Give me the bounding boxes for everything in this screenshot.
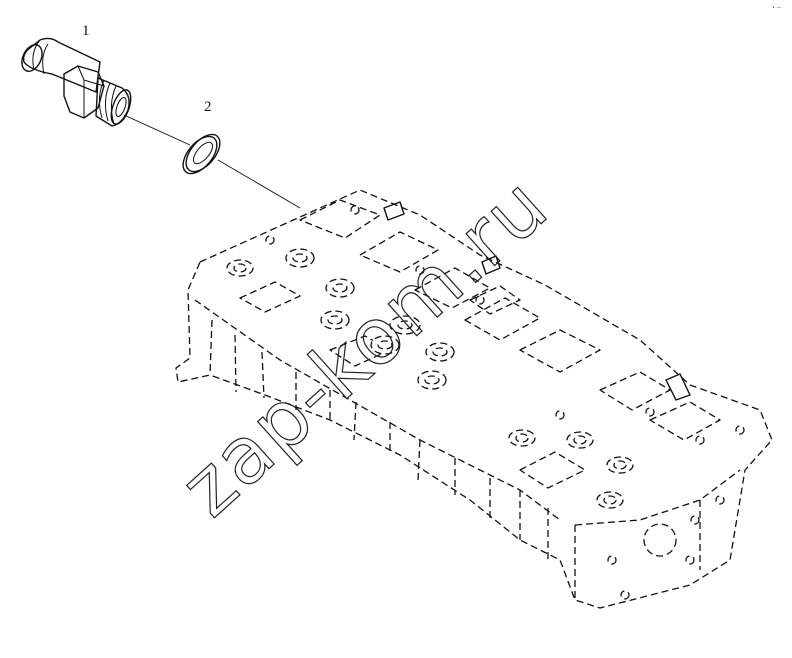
- callout-1: 1: [82, 23, 90, 39]
- corner-mark: • —: [772, 5, 782, 11]
- watermark-text: zap-kom.ru: [164, 160, 565, 534]
- leader-line-1: [123, 114, 191, 146]
- fitting-part-1: [21, 37, 132, 127]
- cylinder-head-outline: [175, 189, 773, 609]
- leader-line-2: [217, 159, 301, 209]
- callout-2: 2: [204, 99, 212, 115]
- washer-part-2: [182, 133, 221, 175]
